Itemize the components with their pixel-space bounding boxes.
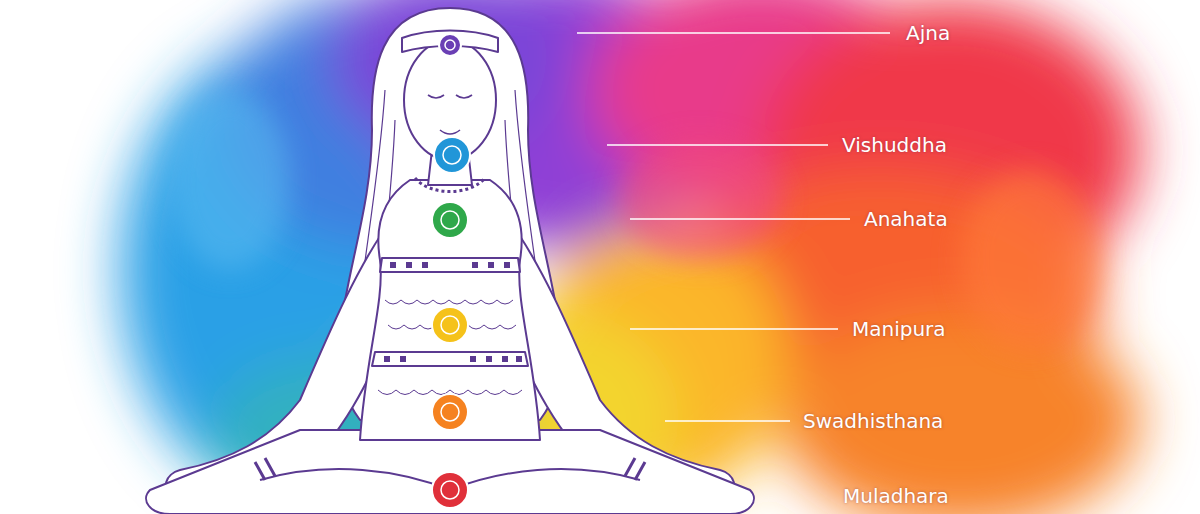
leader-lines (577, 33, 890, 421)
watercolor-background (120, 0, 1140, 514)
chakra-label: Vishuddha (842, 133, 947, 157)
watercolor-texture (170, 90, 1100, 350)
chakra-label: Ajna (906, 21, 950, 45)
chakra-label: Anahata (864, 207, 948, 231)
chakra-label: Swadhisthana (803, 409, 943, 433)
chakra-label: Muladhara (843, 484, 949, 508)
meditating-figure (146, 8, 754, 514)
chakra-label: Manipura (852, 317, 946, 341)
chakra-symbols (432, 34, 470, 508)
